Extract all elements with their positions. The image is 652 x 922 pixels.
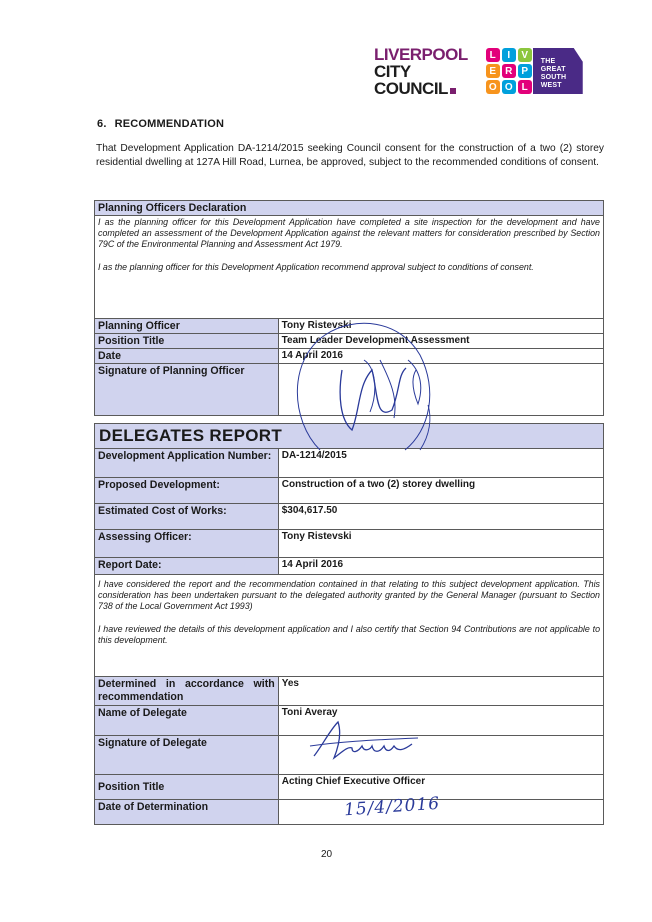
logo-letter: V xyxy=(517,48,532,62)
section-heading: 6. RECOMMENDATION xyxy=(97,118,224,130)
field-label: Estimated Cost of Works: xyxy=(94,503,279,530)
field-label: Signature of Planning Officer xyxy=(94,363,279,416)
field-label: Proposed Development: xyxy=(94,477,279,504)
delegate-paragraph: I have reviewed the details of this deve… xyxy=(98,623,600,645)
logo-line-2: CITY xyxy=(374,62,411,81)
planning-declaration-table: Planning Officers Declaration I as the p… xyxy=(94,200,605,416)
declaration-paragraph: I as the planning officer for this Devel… xyxy=(98,217,600,250)
declaration-statement: I as the planning officer for this Devel… xyxy=(94,215,604,319)
logo-line-3-text: COUNCIL xyxy=(374,79,448,98)
page-number: 20 xyxy=(321,849,333,860)
declaration-header: Planning Officers Declaration xyxy=(94,200,604,216)
field-label: Date xyxy=(94,348,279,364)
logo-letter: E xyxy=(485,64,500,78)
delegate-signature-field[interactable] xyxy=(277,735,605,775)
field-label: Planning Officer xyxy=(94,318,279,334)
badge-line: GREAT xyxy=(540,66,566,73)
section-number: 6. xyxy=(97,118,107,130)
logo-letter: R xyxy=(501,64,516,78)
logo-line-3: COUNCIL xyxy=(374,80,468,97)
field-label: Determined in accordance with recommenda… xyxy=(94,676,279,706)
great-south-west-badge: THE GREAT SOUTH WEST xyxy=(532,48,583,94)
recommendation-text: That Development Application DA-1214/201… xyxy=(96,143,604,168)
assessing-officer-value: Tony Ristevski xyxy=(277,529,605,558)
logo-wordmark: LIVERPOOL CITY COUNCIL xyxy=(374,46,468,97)
field-label: Date of Determination xyxy=(94,799,279,825)
badge-line: THE xyxy=(540,58,556,65)
delegate-statement: I have considered the report and the rec… xyxy=(94,574,604,677)
logo-letter: I xyxy=(501,48,516,62)
delegate-signature-icon xyxy=(309,720,419,760)
logo-line-1: LIVERPOOL xyxy=(374,45,468,64)
proposed-development-value: Construction of a two (2) storey dwellin… xyxy=(277,477,605,504)
determination-date-field[interactable] xyxy=(277,799,605,825)
delegate-name-value: Toni Averay xyxy=(277,705,605,736)
delegate-paragraph: I have considered the report and the rec… xyxy=(98,579,600,612)
section-title: RECOMMENDATION xyxy=(114,118,225,130)
logo-letter: O xyxy=(501,80,516,94)
field-label: Development Application Number: xyxy=(94,448,279,478)
logo-letter: L xyxy=(517,80,532,94)
delegate-position-value: Acting Chief Executive Officer xyxy=(277,774,605,800)
badge-line: SOUTH xyxy=(540,74,567,81)
field-label: Report Date: xyxy=(94,557,279,575)
logo-letter: L xyxy=(485,48,500,62)
field-label: Name of Delegate xyxy=(94,705,279,736)
council-logo: LIVERPOOL CITY COUNCIL L I V E R P O O L… xyxy=(374,46,583,97)
delegates-report-table: DELEGATES REPORT Development Application… xyxy=(94,423,605,825)
field-label: Position Title xyxy=(94,774,279,800)
report-date-value: 14 April 2016 xyxy=(277,557,605,575)
badge-line: WEST xyxy=(540,82,562,89)
estimated-cost-value: $304,617.50 xyxy=(277,503,605,530)
determined-value: Yes xyxy=(277,676,605,706)
planning-officer-signature-icon xyxy=(296,322,431,451)
logo-square-icon xyxy=(449,88,456,94)
field-label: Signature of Delegate xyxy=(94,735,279,775)
field-label: Position Title xyxy=(94,333,279,349)
logo-letter: O xyxy=(485,80,500,94)
logo-letter: P xyxy=(517,64,532,78)
planning-officer-signature-field[interactable] xyxy=(277,363,605,416)
logo-letter-grid: L I V E R P O O L xyxy=(485,48,532,94)
field-label: Assessing Officer: xyxy=(94,529,279,558)
declaration-paragraph: I as the planning officer for this Devel… xyxy=(98,261,534,272)
